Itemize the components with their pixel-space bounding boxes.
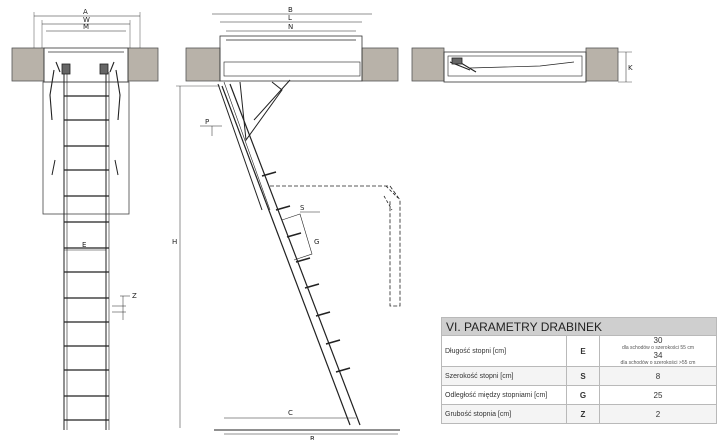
dim-label-h: H xyxy=(172,238,177,246)
dim-label-z: Z xyxy=(132,292,137,300)
closed-ceiling-left xyxy=(411,47,445,82)
side-ceiling-left xyxy=(185,47,221,82)
frame-box xyxy=(43,47,129,83)
parameters-table: VI. PARAMETRY DRABINEK Długość stopni [c… xyxy=(441,317,717,424)
dim-label-n: N xyxy=(288,23,293,31)
dim-label-s: S xyxy=(300,204,305,212)
note-1: dla schodów o szerokości 55 cm xyxy=(622,345,694,351)
row-symbol: G xyxy=(566,385,600,405)
side-view xyxy=(176,13,401,435)
row-value: 30 dla schodów o szerokości 55 cm 34 dla… xyxy=(599,335,717,367)
row-name: Długość stopni [cm] xyxy=(441,335,567,367)
closed-view xyxy=(411,47,632,83)
row-symbol: S xyxy=(566,366,600,386)
dim-label-k: K xyxy=(628,64,633,72)
dim-label-r: R xyxy=(310,435,315,440)
dim-label-c: C xyxy=(288,409,293,417)
closed-ceiling-right xyxy=(585,47,619,82)
table-row: Szerokość stopni [cm] S 8 xyxy=(441,366,717,386)
side-frame-box xyxy=(219,35,363,82)
dim-label-a: A xyxy=(83,8,88,16)
row-name: Szerokość stopni [cm] xyxy=(441,366,567,386)
front-view xyxy=(11,12,159,430)
table-row: Grubość stopnia [cm] Z 2 xyxy=(441,404,717,424)
closed-frame xyxy=(443,51,587,83)
dim-label-l: L xyxy=(288,14,292,22)
ceiling-right xyxy=(127,47,159,82)
ceiling-left xyxy=(11,47,45,82)
row-symbol: E xyxy=(566,335,600,367)
side-rungs xyxy=(261,171,351,373)
table-row: Odległość między stopniami [cm] G 25 xyxy=(441,385,717,405)
value-2: 34 xyxy=(653,351,663,360)
row-name: Grubość stopnia [cm] xyxy=(441,404,567,424)
dim-label-e: E xyxy=(82,241,86,249)
row-name: Odległość między stopniami [cm] xyxy=(441,385,567,405)
note-2: dla schodów o szerokości >55 cm xyxy=(620,360,696,366)
dim-label-g: G xyxy=(314,238,319,246)
dim-label-m: M xyxy=(83,23,89,31)
value-1: 30 xyxy=(653,336,663,345)
row-value: 25 xyxy=(599,385,717,405)
dim-label-b: B xyxy=(288,6,293,14)
side-ceiling-right xyxy=(361,47,399,82)
row-value: 2 xyxy=(599,404,717,424)
dim-label-p: P xyxy=(205,118,209,126)
table-title: VI. PARAMETRY DRABINEK xyxy=(441,317,717,336)
front-rungs xyxy=(64,95,109,421)
row-symbol: Z xyxy=(566,404,600,424)
hatch-panel xyxy=(42,81,130,215)
row-value: 8 xyxy=(599,366,717,386)
dim-label-w: W xyxy=(83,16,90,24)
table-row: Długość stopni [cm] E 30 dla schodów o s… xyxy=(441,335,717,367)
